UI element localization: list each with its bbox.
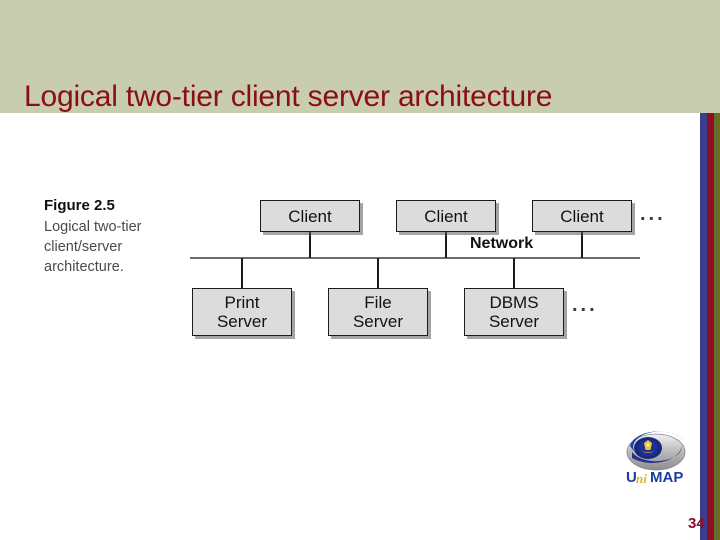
figure-caption-line-3: architecture.: [44, 259, 124, 275]
figure-caption-line-2: client/server: [44, 239, 123, 255]
node-client-3-label: Client: [560, 206, 604, 226]
ellipsis-clients: ...: [640, 203, 666, 225]
connector-client-1: [309, 232, 311, 258]
node-print-server-line2: Server: [216, 312, 268, 331]
ellipsis-servers: ...: [572, 294, 598, 316]
figure-caption: Figure 2.5 Logical two-tier client/serve…: [44, 196, 184, 277]
network-bus-line: [190, 257, 640, 259]
edge-stripe-red: [707, 113, 714, 540]
figure-label: Figure 2.5: [44, 197, 115, 214]
connector-dbms-server: [513, 258, 515, 288]
node-dbms-server: DBMS Server: [464, 288, 564, 336]
svg-text:MAP: MAP: [650, 469, 683, 486]
node-client-2-label: Client: [424, 206, 468, 226]
edge-stripe-blue: [700, 113, 707, 540]
node-file-server-line1: File: [364, 293, 392, 312]
unimap-logo-icon: U ni MAP: [626, 431, 686, 486]
node-print-server-line1: Print: [224, 293, 260, 312]
connector-print-server: [241, 258, 243, 288]
node-print-server: Print Server: [192, 288, 292, 336]
svg-text:U: U: [626, 469, 637, 486]
node-client-1: Client: [260, 200, 360, 232]
node-dbms-server-line1: DBMS: [489, 293, 539, 312]
connector-client-3: [581, 232, 583, 258]
node-client-3: Client: [532, 200, 632, 232]
page-title: Logical two-tier client server architect…: [24, 80, 553, 114]
figure-caption-line-1: Logical two-tier: [44, 219, 142, 235]
connector-client-2: [445, 232, 447, 258]
unimap-logo: U ni MAP: [620, 420, 692, 492]
network-label: Network: [470, 235, 534, 252]
connector-file-server: [377, 258, 379, 288]
node-file-server: File Server: [328, 288, 428, 336]
node-file-server-line2: Server: [352, 312, 404, 331]
svg-text:ni: ni: [636, 471, 647, 486]
node-client-1-label: Client: [288, 206, 332, 226]
page-number: 34: [688, 515, 705, 532]
node-client-2: Client: [396, 200, 496, 232]
node-dbms-server-line2: Server: [488, 312, 540, 331]
edge-stripe-olive: [714, 113, 720, 540]
slide-header-band: [0, 0, 720, 113]
